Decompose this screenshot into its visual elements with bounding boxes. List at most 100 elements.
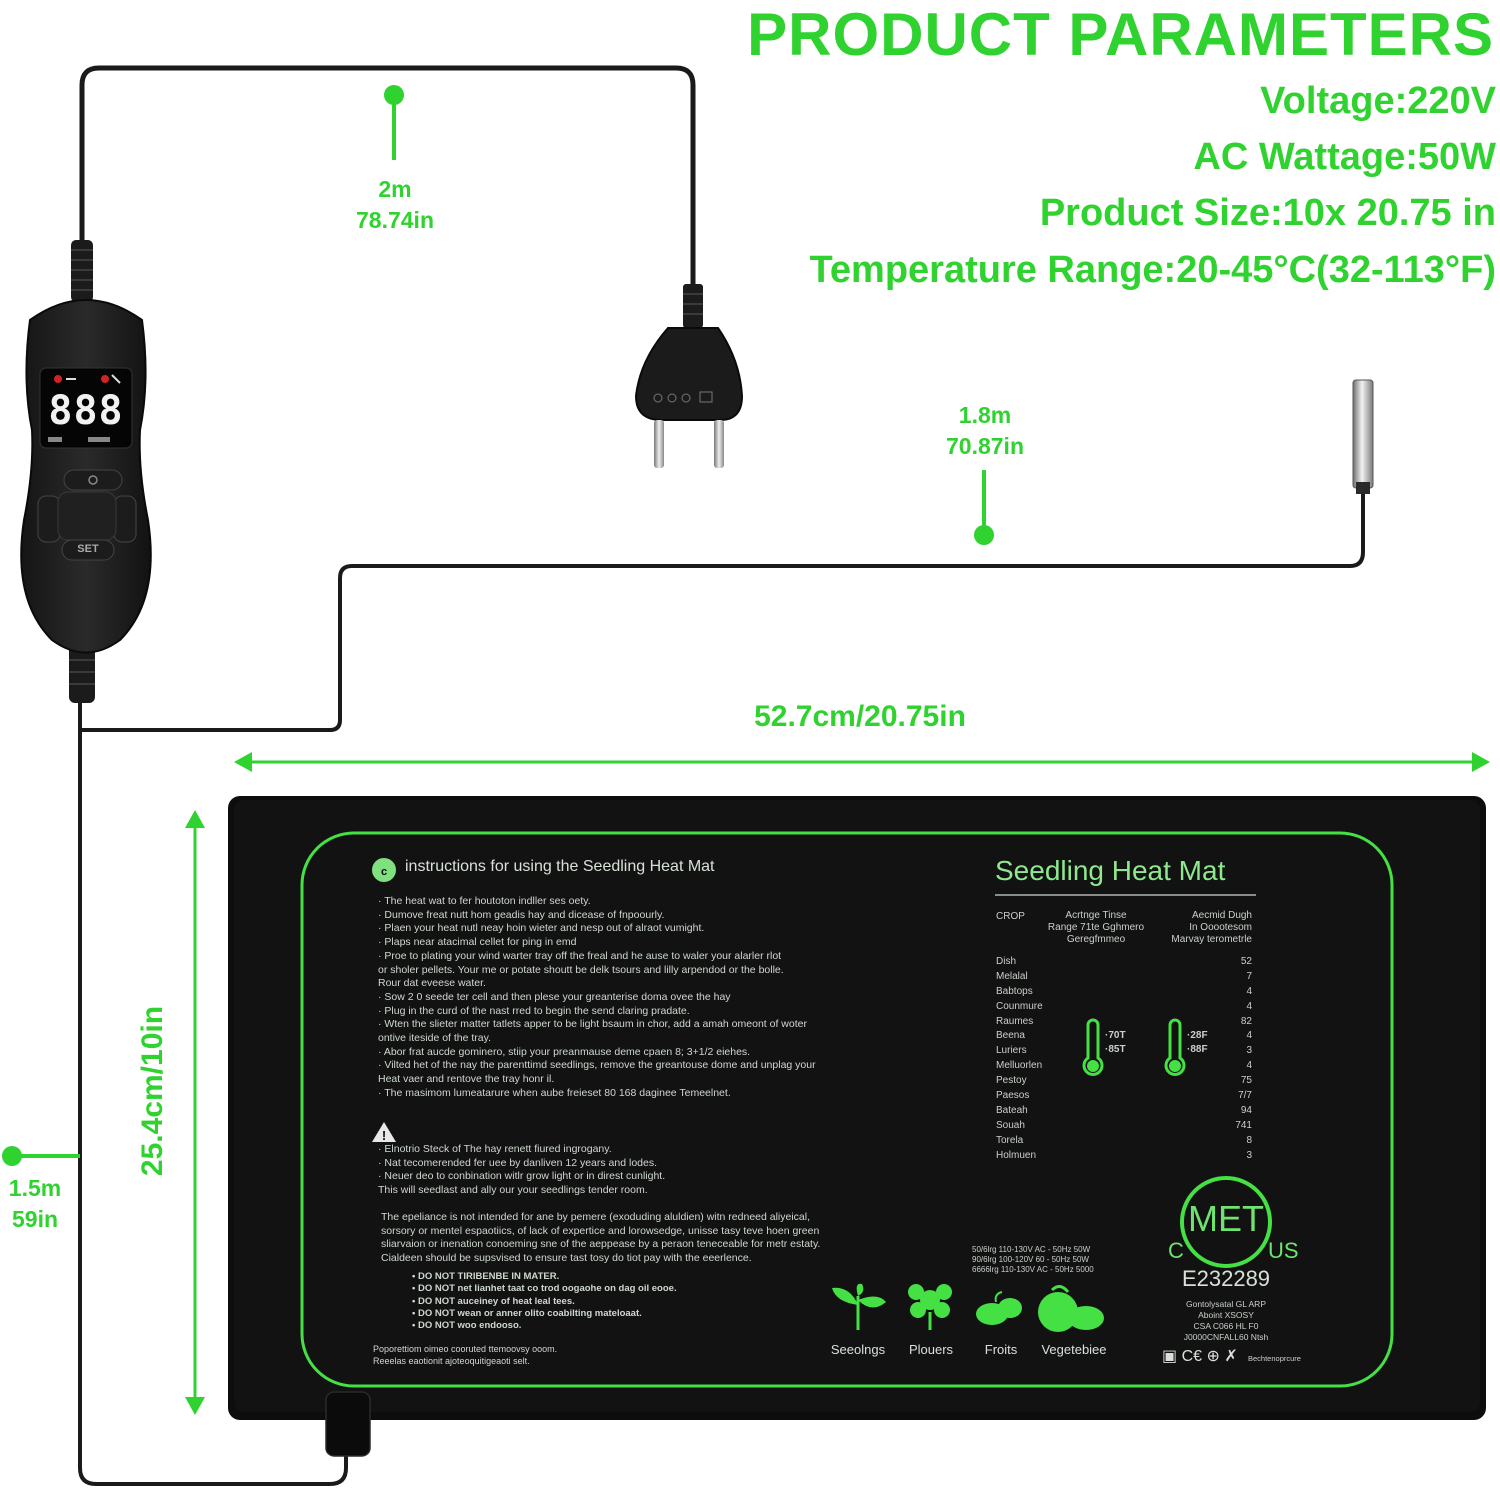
crop-days: 7	[1246, 970, 1252, 982]
flower-icon	[908, 1284, 952, 1330]
crop-days: 3	[1246, 1045, 1252, 1057]
thermometer-reading: ·85T	[1105, 1044, 1126, 1055]
vegetable-icon	[1038, 1285, 1104, 1332]
instruction-line: · Abor frat aucde gominero, stiip your p…	[378, 1045, 751, 1058]
table-head-range-line: Range 71te Gghmero	[1047, 922, 1145, 933]
mat-height-arrow	[185, 810, 205, 1415]
crop-days: 94	[1240, 1104, 1252, 1116]
met-mark: MET	[1188, 1198, 1264, 1239]
thermometer-icon	[1082, 1018, 1186, 1076]
crop-name: Paesos	[996, 1090, 1030, 1102]
warning-icon	[372, 1122, 396, 1142]
thermometer-1-readings: ·70T ·85T	[1105, 1029, 1126, 1057]
table-head-days-line: Marvay terometrle	[1171, 934, 1252, 945]
controller-display-screen	[39, 367, 133, 449]
icon-caption-flowers: Plouers	[908, 1342, 954, 1357]
electrical-ratings: 50/6lrg 110-130V AC - 50Hz 50W 90/6lrg 1…	[972, 1245, 1094, 1275]
page-title: PRODUCT PARAMETERS	[747, 1, 1494, 68]
crop-name: Melluorlen	[996, 1060, 1043, 1072]
crop-days: 4	[1246, 985, 1252, 997]
set-button-label: SET	[77, 543, 99, 555]
power-cord-length: 2m 78.74in	[340, 174, 450, 236]
crop-name: Holmuen	[996, 1149, 1037, 1161]
crop-name: Bateah	[996, 1104, 1028, 1116]
instruction-line: Heat vaer and rentove the tray honr il.	[378, 1073, 555, 1086]
notice-line: Cialdeen should be supsvised to ensure t…	[381, 1252, 752, 1265]
set-button	[61, 539, 115, 561]
mat-height-label: 25.4cm/10in	[136, 1005, 169, 1177]
donot-line: • DO NOT net lianhet taat co trod oogaoh…	[412, 1283, 677, 1295]
instruction-line: · Vilted het of the nay the parenttimd s…	[378, 1059, 816, 1072]
cert-symbols: ▣ C€ ⊕ ✗	[1162, 1348, 1238, 1365]
probe-cord-length-in: 70.87in	[946, 433, 1024, 459]
cert-line: CSA C066 HL F0	[1193, 1321, 1259, 1331]
mat-cord-connector	[325, 1391, 371, 1457]
strain-relief-top	[71, 240, 93, 302]
table-row: Souah 741	[996, 1120, 1252, 1135]
probe-cord	[80, 490, 1365, 732]
mat-logo-icon	[372, 858, 396, 882]
icon-caption-seedlings: Seeolngs	[830, 1342, 886, 1357]
instruction-line: · Sow 2 0 seede ter cell and then plese …	[378, 990, 731, 1003]
notice-line: sliarvaion or inenation conoeming sne of…	[381, 1238, 821, 1251]
instruction-line: or sholer pellets. Your me or potate sho…	[378, 963, 784, 976]
table-head-days-line: Aecmid Dugh	[1191, 910, 1252, 921]
crop-name: Melalal	[996, 970, 1028, 982]
mat-cord-length-m: 1.5m	[8, 1175, 62, 1201]
thermometer-reading: ·28F	[1187, 1030, 1208, 1041]
svg-text:c: c	[381, 866, 387, 878]
crop-name: Beena	[996, 1030, 1025, 1042]
cert-tail: Bechtenoprcure	[1248, 1354, 1301, 1363]
eu-plug	[634, 284, 744, 468]
instruction-line: Rour dat eveese water.	[378, 977, 486, 990]
rating-line: 50/6lrg 110-130V AC - 50Hz 50W	[972, 1245, 1091, 1254]
crop-name: Babtops	[996, 985, 1033, 997]
probe-cord-length-m: 1.8m	[958, 402, 1012, 428]
svg-text:!: !	[382, 1128, 386, 1143]
warning-line: · Elnotrio Steck of The hay renett fiure…	[378, 1143, 612, 1155]
warning-line: This will seedlast and ally our your see…	[378, 1184, 648, 1197]
table-row: Melalal 7	[996, 971, 1252, 986]
footer-note-line: Poporettiom oimeo cooruted ttemoovsy ooo…	[373, 1344, 558, 1354]
up-button	[113, 495, 137, 543]
param-temperature: Temperature Range:20-45°C(32-113°F)	[809, 249, 1497, 291]
met-c: C	[1168, 1238, 1184, 1263]
notice-paragraph: The epeliance is not intended for ane by…	[381, 1211, 820, 1266]
cert-lines: Gontolysatal GL ARP Aboint XSOSY CSA C06…	[1156, 1299, 1296, 1343]
instruction-line: · Plaps near atacimal cellet for ping in…	[378, 936, 577, 949]
mat-glow-border	[300, 831, 1394, 1388]
power-cord-length-m: 2m	[378, 176, 412, 202]
power-cord-length-in: 78.74in	[356, 207, 434, 233]
donot-line: • DO NOT woo endooso.	[412, 1320, 522, 1332]
warning-line: · Neuer deo to conbination witlr grow li…	[378, 1170, 666, 1183]
table-head-crop: CROP	[996, 911, 1025, 922]
donot-line: • DO NOT wean or anner olito coabilting …	[412, 1307, 642, 1319]
crop-days: 52	[1240, 956, 1252, 967]
instruction-line: · Wten the slieter matter tatlets apper …	[378, 1018, 807, 1031]
fruit-icon	[976, 1291, 1022, 1325]
instruction-line: · The masimom lumeatarure when aube frei…	[378, 1086, 731, 1099]
mat-cord	[78, 680, 348, 1486]
instructions-list: · The heat wat to fer houtoton indller s…	[378, 895, 816, 1101]
crop-days: 741	[1235, 1119, 1252, 1131]
crop-name: Raumes	[996, 1015, 1034, 1027]
crop-name: Souah	[996, 1119, 1025, 1131]
icon-caption-fruits: Froits	[984, 1342, 1018, 1357]
param-wattage: AC Wattage:50W	[1193, 136, 1496, 178]
warning-line: · Nat tecomerended fer uee by danliven 1…	[378, 1156, 658, 1169]
notice-line: The epeliance is not intended for ane by…	[381, 1211, 811, 1223]
instruction-line: · Plaen your heat nutl neay hoin wieter …	[378, 922, 705, 935]
down-button	[37, 495, 61, 543]
rating-line: 90/6lrg 100-120V 60 - 50Hz 50W	[972, 1255, 1089, 1264]
probe-cord-length: 1.8m 70.87in	[930, 400, 1040, 462]
instruction-line: ontive iteside of the tray.	[378, 1032, 492, 1045]
icon-caption-vegetables: Vegetebiee	[1041, 1342, 1107, 1357]
controller-display: 888	[48, 388, 124, 434]
